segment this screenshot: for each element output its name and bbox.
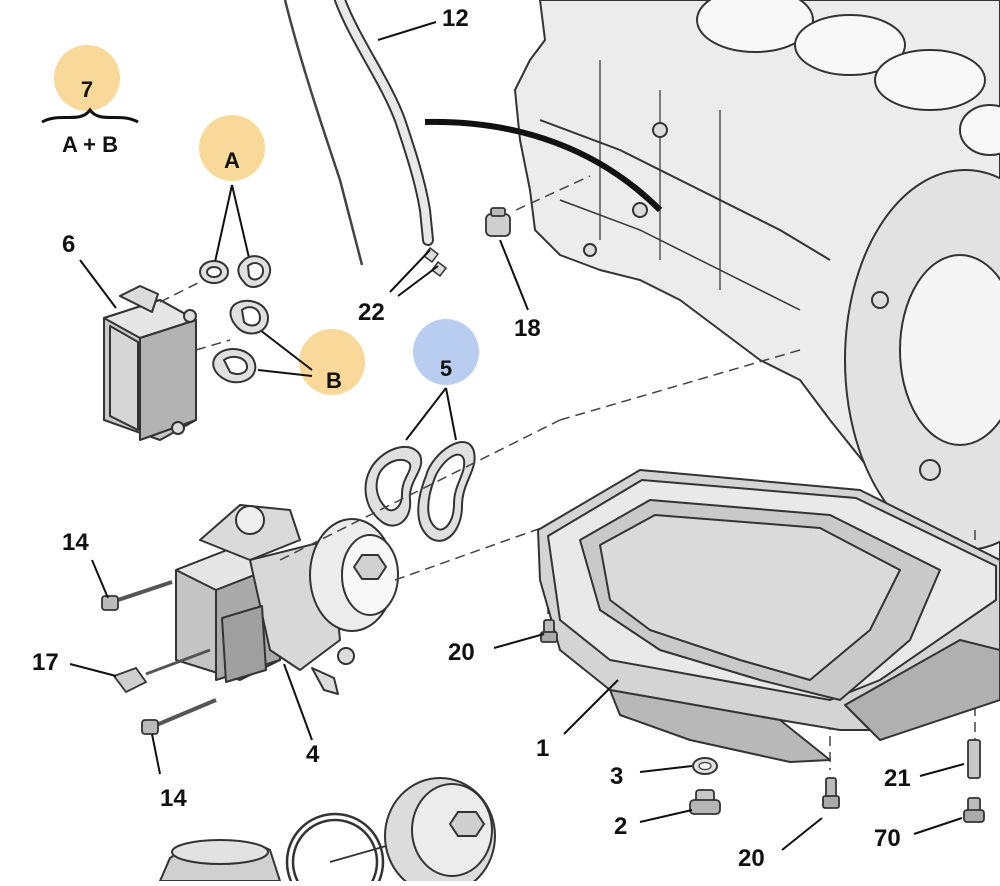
oil-pan-1 <box>537 469 1000 763</box>
callout-70: 70 <box>874 825 901 852</box>
bolt-14-upper <box>101 580 173 611</box>
callout-20-bottom: 20 <box>738 845 765 872</box>
filter-cartridge <box>158 839 282 882</box>
callout-17: 17 <box>32 649 59 676</box>
badge-5 <box>413 319 479 385</box>
leader-5-2 <box>445 387 457 441</box>
callout-6: 6 <box>62 231 75 258</box>
gasket-5-left <box>364 445 423 527</box>
badge-5-label: 5 <box>440 356 452 381</box>
callout-12: 12 <box>442 5 469 32</box>
seal-a-round <box>199 260 229 284</box>
badge-a <box>199 115 265 181</box>
oil-cooler-6 <box>103 285 197 441</box>
engine-block <box>514 0 1000 561</box>
badge-7-label: 7 <box>81 77 93 102</box>
badge-a-label: A <box>224 148 240 173</box>
callout-4: 4 <box>306 741 320 768</box>
callout-14-bottom: 14 <box>160 785 187 812</box>
callout-leaders <box>69 21 965 851</box>
seal-a-shaped <box>237 255 272 288</box>
leader-a-2 <box>231 184 251 263</box>
badge-7 <box>54 45 120 111</box>
callout-1: 1 <box>536 735 549 762</box>
leader-b-2 <box>257 369 313 377</box>
seal-b-lower <box>212 348 257 384</box>
leader-a-1 <box>214 184 233 263</box>
gasket-5-right <box>417 441 476 542</box>
callout-20-left: 20 <box>448 639 475 666</box>
group-formula: A + B <box>62 132 118 157</box>
oil-guide-line <box>424 118 663 213</box>
sensor-17 <box>112 648 211 694</box>
leader-b-1 <box>259 329 313 371</box>
brace-icon <box>41 107 139 124</box>
leader-5-1 <box>405 387 447 441</box>
bolt-20-bottom <box>822 777 840 809</box>
drain-plug-2 <box>689 789 721 815</box>
callout-2: 2 <box>614 813 627 840</box>
callout-21: 21 <box>884 765 911 792</box>
plug-18 <box>485 207 511 237</box>
bolt-20-side <box>540 619 558 643</box>
oil-filter-housing-4 <box>175 504 399 695</box>
filter-cap <box>384 777 496 886</box>
dipstick-rod <box>283 0 364 266</box>
filter-o-ring <box>285 812 385 886</box>
stud-21 <box>967 739 981 779</box>
seal-b-upper <box>229 299 270 335</box>
seal-3 <box>692 757 718 775</box>
callout-3: 3 <box>610 763 623 790</box>
dipstick-tube <box>334 0 448 278</box>
callout-22: 22 <box>358 299 385 326</box>
callout-14-top: 14 <box>62 529 89 556</box>
callout-18: 18 <box>514 315 541 342</box>
bolt-14-lower <box>141 698 217 735</box>
bolt-70 <box>963 797 985 823</box>
badge-b-label: B <box>326 368 342 393</box>
badge-b <box>299 329 365 395</box>
